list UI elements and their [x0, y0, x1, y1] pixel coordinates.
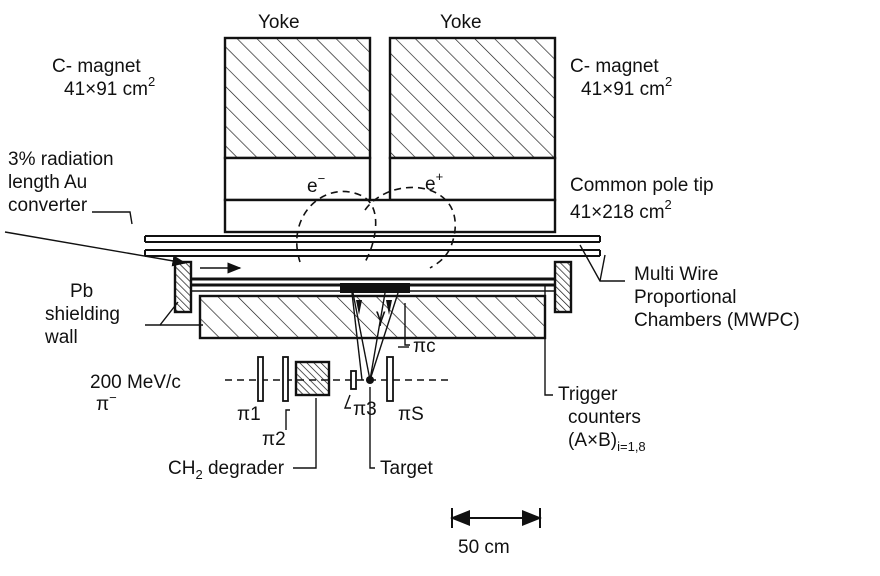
label-electron: e−	[307, 171, 325, 197]
gamma-ray-1	[352, 292, 371, 381]
label-cmagnet-right-1: C- magnet	[570, 56, 659, 77]
label-scale: 50 cm	[458, 537, 510, 558]
label-cmagnet-right-2: 41×91 cm2	[581, 74, 672, 100]
gamma-ray-2	[369, 292, 386, 381]
label-yoke-left: Yoke	[258, 12, 300, 33]
label-pb-2: shielding	[45, 304, 120, 325]
label-yoke-right: Yoke	[440, 12, 482, 33]
pb-wall-left	[173, 260, 193, 314]
label-cmagnet-left-2: 41×91 cm2	[64, 74, 155, 100]
electron-track	[296, 190, 377, 263]
label-mwpc-3: Chambers (MWPC)	[634, 310, 800, 331]
counter-piS	[386, 356, 394, 402]
yoke-right	[388, 36, 557, 160]
label-pi-c: πc	[413, 336, 436, 357]
counter-pi2	[282, 356, 289, 402]
yoke-left	[223, 36, 372, 160]
label-pb-3: wall	[44, 327, 78, 348]
label-piS: πS	[398, 404, 424, 425]
label-pb-1: Pb	[70, 281, 93, 302]
label-pole-tip-2: 41×218 cm2	[570, 197, 672, 223]
label-positron: e+	[425, 169, 443, 195]
pb-wall-right	[553, 260, 573, 314]
lower-shielding-block	[198, 294, 547, 340]
label-radiation-3: converter	[8, 195, 88, 216]
label-gamma: γ	[376, 306, 386, 327]
label-degrader: CH2 degrader	[168, 458, 285, 482]
target-point	[366, 376, 374, 384]
label-beam-2: π−	[96, 390, 117, 415]
label-radiation-1: 3% radiation	[8, 149, 114, 170]
label-trigger-1: Trigger	[558, 384, 618, 405]
label-pole-tip-1: Common pole tip	[570, 175, 714, 196]
cmagnet-left-block	[223, 156, 372, 202]
label-target: Target	[380, 458, 434, 479]
positron-track	[364, 186, 456, 269]
label-radiation-2: length Au	[8, 172, 87, 193]
converter-plate	[340, 283, 410, 293]
label-trigger-3: (A×B)i=1,8	[568, 430, 646, 454]
label-mwpc-2: Proportional	[634, 287, 736, 308]
ch2-degrader	[294, 360, 331, 397]
label-beam-1: 200 MeV/c	[90, 372, 181, 393]
label-mwpc-1: Multi Wire	[634, 264, 718, 285]
counter-pi3	[350, 370, 357, 390]
counter-pi1	[257, 356, 264, 402]
label-pi1: π1	[237, 404, 261, 425]
label-trigger-2: counters	[568, 407, 641, 428]
label-cmagnet-left-1: C- magnet	[52, 56, 141, 77]
common-pole-tip	[223, 198, 557, 234]
label-pi3: π3	[353, 399, 377, 420]
label-pi2: π2	[262, 429, 286, 450]
cmagnet-right-block	[388, 156, 557, 202]
